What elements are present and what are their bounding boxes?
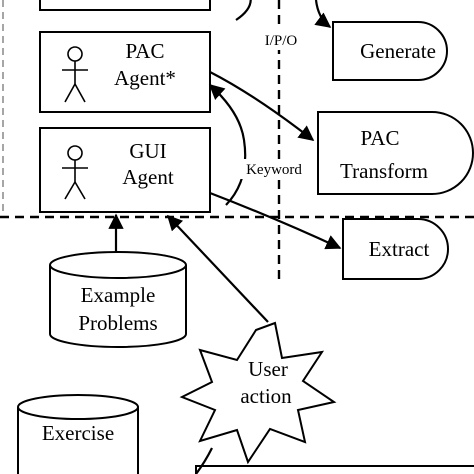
gui-agent-node: GUI Agent [39, 127, 211, 213]
extract-node: Extract [342, 218, 449, 280]
agent-box-top [39, 0, 211, 11]
connector-top-curve [235, 0, 252, 21]
bottom-box-partial [195, 465, 474, 474]
exercise-label: Exercise [42, 421, 114, 445]
user-action-label-line1: User [248, 357, 288, 381]
pac-agent-actor-icon [62, 46, 88, 103]
exercise-store: Exercise [17, 394, 139, 474]
example-problems-label-line1: Example [81, 283, 156, 307]
connector-gui-to-pac [208, 83, 247, 206]
gui-agent-label-line1: GUI [129, 139, 166, 163]
gui-agent-actor-icon [62, 145, 88, 200]
pac-agent-node: PAC Agent* [39, 31, 211, 113]
connector-top-to-generate [314, 0, 332, 28]
keyword-label-bg [236, 159, 312, 179]
pac-transform-label-line2: Transform [340, 159, 428, 183]
pac-transform-node: PAC Transform [317, 111, 474, 195]
pac-agent-label-line1: PAC [126, 39, 165, 63]
example-problems-label-line2: Problems [78, 311, 157, 335]
generate-label: Generate [360, 39, 436, 63]
extract-label: Extract [369, 237, 430, 261]
connector-gui-to-extract [209, 191, 342, 250]
user-action-label-line2: action [240, 384, 292, 408]
connector-action-to-bottom [195, 447, 213, 474]
connector-action-to-gui [166, 214, 269, 323]
keyword-label: Keyword [246, 162, 302, 178]
pac-agent-label-line2: Agent* [114, 66, 176, 90]
gui-agent-label-line2: Agent [122, 165, 173, 189]
connector-pac-to-transform [209, 71, 315, 141]
pac-transform-label-line1: PAC [361, 126, 400, 150]
generate-node: Generate [332, 21, 448, 81]
user-action-event: User action [179, 321, 337, 465]
ipo-label: I/P/O [265, 33, 298, 49]
ipo-label-bg [258, 30, 304, 50]
example-problems-store: Example Problems [49, 251, 187, 348]
